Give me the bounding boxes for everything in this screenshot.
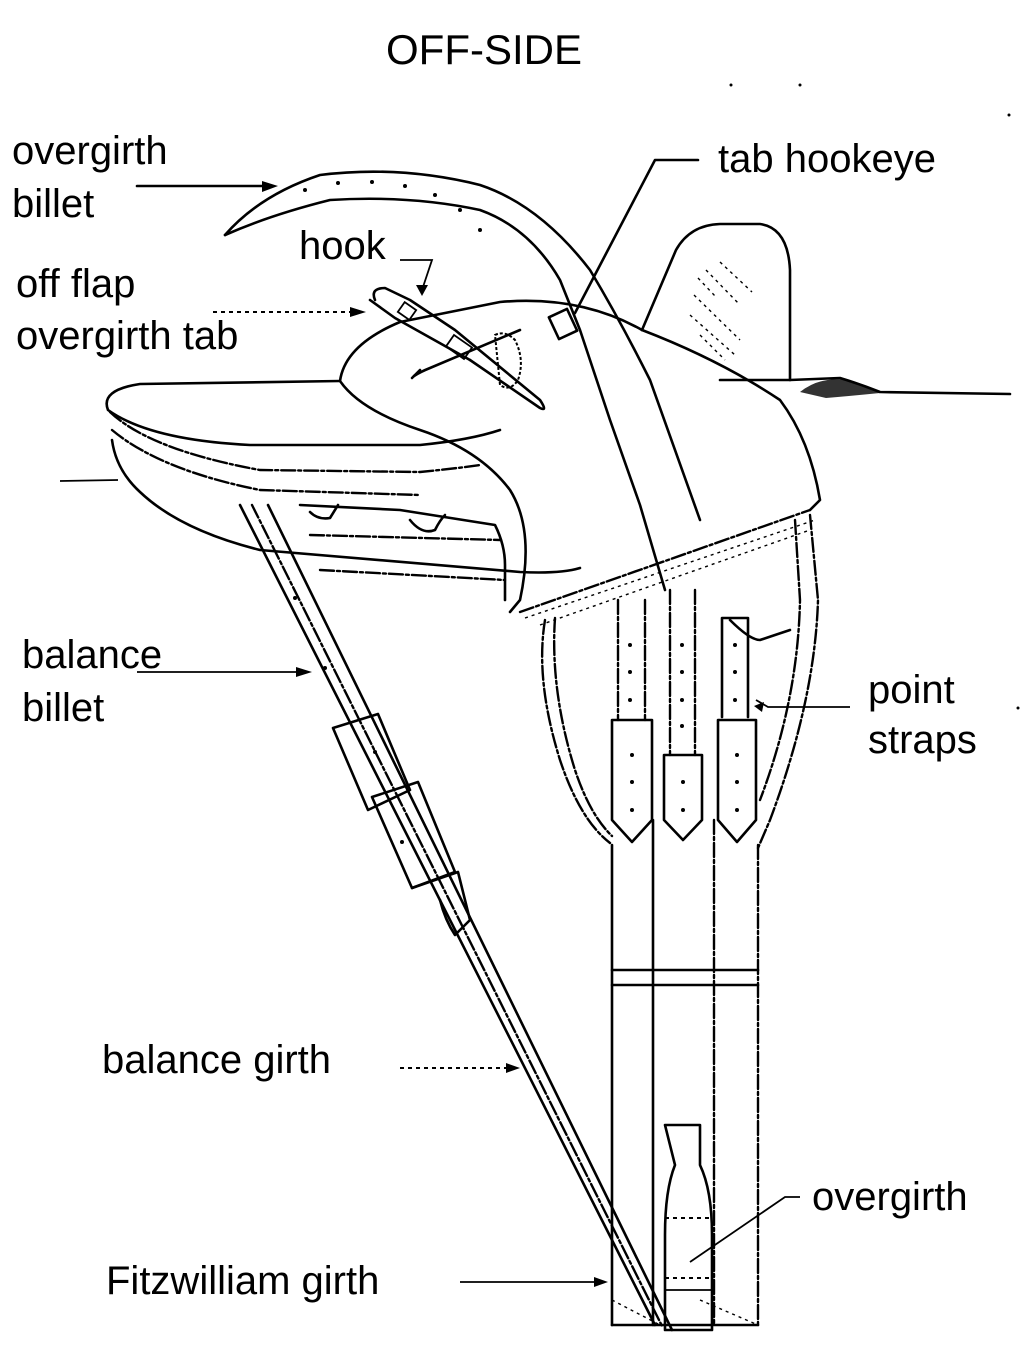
label-overgirth-billet: overgirth billet [12, 129, 168, 226]
label-tab-hookeye: tab hookeye [718, 137, 936, 181]
label-balance-billet-line2: billet [22, 686, 104, 730]
label-off-flap-overgirth-tab: off flap overgirth tab [16, 262, 238, 358]
scan-specks [729, 83, 1020, 710]
label-balance-girth: balance girth [102, 1038, 331, 1082]
label-overgirth-billet-line2: billet [12, 182, 94, 226]
girth-assembly [540, 513, 820, 1332]
leader-lines [135, 158, 850, 1287]
overgirth-tab [368, 286, 546, 411]
label-balance-billet: balance billet [22, 633, 162, 730]
label-balance-billet-line1: balance [22, 633, 162, 677]
cantle [640, 222, 1012, 398]
label-fitzwilliam-girth: Fitzwilliam girth [106, 1259, 379, 1303]
diagram-title: OFF-SIDE [386, 26, 582, 73]
label-overgirth: overgirth [812, 1175, 968, 1219]
label-overgirth-billet-line1: overgirth [12, 129, 168, 173]
balance-strap [238, 503, 674, 1332]
saddle-seat [59, 379, 582, 602]
label-point-straps-line1: point [868, 668, 955, 712]
saddle-flap [338, 299, 822, 626]
label-hook: hook [299, 224, 387, 268]
label-off-flap-line2: overgirth tab [16, 314, 238, 358]
label-off-flap-line1: off flap [16, 262, 135, 306]
label-point-straps-line2: straps [868, 718, 977, 762]
overgirth-billet [223, 170, 702, 592]
label-point-straps: point straps [868, 668, 977, 762]
